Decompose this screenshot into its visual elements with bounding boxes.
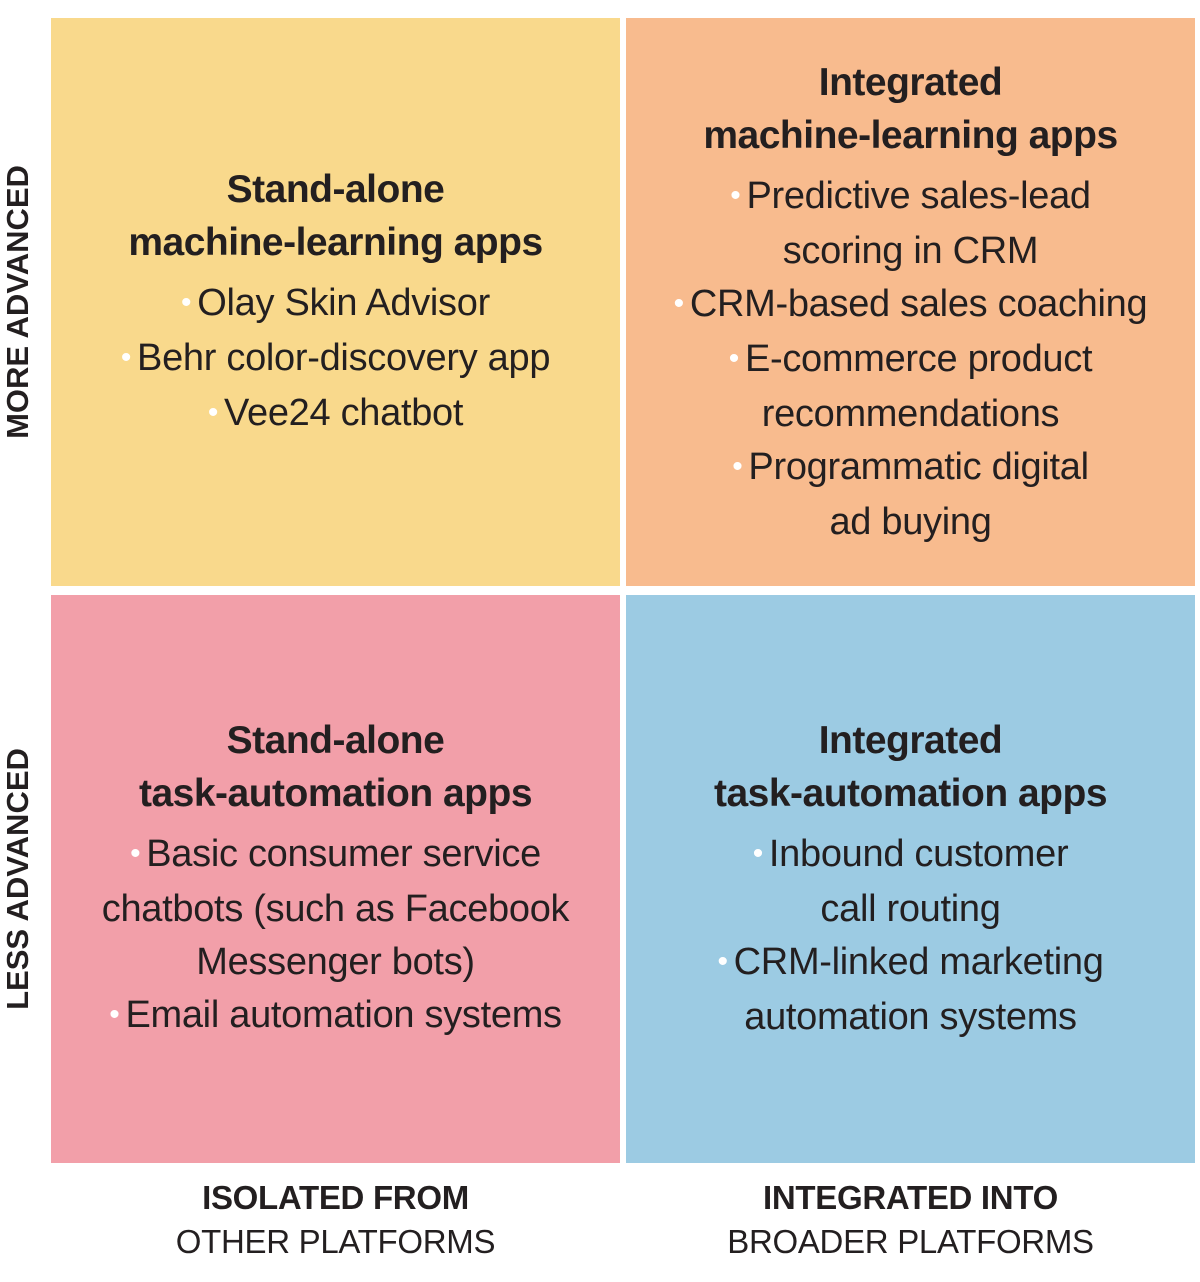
quadrant-title-line: Stand-alone xyxy=(226,167,445,211)
list-item-line: •Olay Skin Advisor xyxy=(121,277,550,332)
quadrant-integrated-task-automation-apps: Integrated task-automation apps •Inbound… xyxy=(626,595,1195,1163)
x-axis-left-regular: OTHER PLATFORMS xyxy=(175,1223,496,1260)
list-item-line: •CRM-based sales coaching xyxy=(674,278,1148,333)
list-item-line: scoring in CRM xyxy=(674,225,1148,278)
bullet-dot-icon: • xyxy=(120,340,132,374)
x-axis-left-bold: ISOLATED FROM xyxy=(202,1179,469,1216)
list-item-text: Programmatic digital xyxy=(748,445,1089,488)
list-item-line: •Basic consumer service xyxy=(102,828,569,883)
y-axis-bottom-text: LESS ADVANCED xyxy=(0,748,35,1010)
list-item-line: •Email automation systems xyxy=(102,989,569,1044)
bullet-dot-icon: • xyxy=(728,341,740,375)
list-item-line: •Inbound customer xyxy=(717,828,1103,883)
list-item-text: E-commerce product xyxy=(744,337,1093,380)
list-item-line: •Vee24 chatbot xyxy=(121,387,550,442)
list-item-line: •CRM-linked marketing xyxy=(717,936,1103,991)
list-item-line: chatbots (such as Facebook xyxy=(101,883,570,936)
bullet-dot-icon: • xyxy=(732,449,743,483)
list-item: •Inbound customer call routing xyxy=(717,828,1103,936)
bullet-dot-icon: • xyxy=(181,285,192,319)
list-item-text: Vee24 chatbot xyxy=(224,391,464,434)
quadrant-title-line: Integrated xyxy=(818,60,1003,104)
list-item-text: recommendations xyxy=(761,392,1060,435)
x-axis-label-integrated: INTEGRATED INTO BROADER PLATFORMS xyxy=(626,1176,1195,1264)
quadrant-title: Integrated task-automation apps xyxy=(713,714,1108,820)
list-item: •CRM-based sales coaching xyxy=(674,278,1148,333)
quadrant-title-line: Stand-alone xyxy=(226,719,445,762)
quadrant-standalone-ml-apps: Stand-alone machine-learning apps •Olay … xyxy=(51,18,620,586)
list-item-line: •Predictive sales-lead xyxy=(674,170,1148,225)
quadrant-title: Stand-alone machine-learning apps xyxy=(128,163,543,269)
bullet-dot-icon: • xyxy=(109,998,120,1031)
bullet-dot-icon: • xyxy=(207,395,219,429)
list-item: •Basic consumer service chatbots (such as… xyxy=(101,828,570,989)
list-item-text: Basic consumer service xyxy=(146,833,541,875)
list-item-line: automation systems xyxy=(717,991,1103,1044)
list-item-text: CRM-linked marketing xyxy=(733,941,1104,983)
quadrant-title-line: machine-learning apps xyxy=(703,113,1118,157)
quadrant-integrated-ml-apps: Integrated machine-learning apps •Predic… xyxy=(626,18,1195,586)
bullet-dot-icon: • xyxy=(717,945,728,978)
list-item-line: recommendations xyxy=(674,388,1148,441)
list-item-text: call routing xyxy=(820,888,1001,930)
x-axis-right-bold: INTEGRATED INTO xyxy=(763,1179,1058,1216)
list-item-line: •E-commerce product xyxy=(674,333,1148,388)
quadrant-title-line: task-automation apps xyxy=(138,772,533,815)
list-item: •Vee24 chatbot xyxy=(121,387,550,442)
list-item-line: •Behr color-discovery app xyxy=(120,332,551,387)
list-item-text: scoring in CRM xyxy=(782,229,1039,272)
list-item-text: Behr color-discovery app xyxy=(137,336,551,379)
list-item: •Behr color-discovery app xyxy=(120,332,551,387)
quadrant-bullet-list: •Olay Skin Advisor•Behr color-discovery … xyxy=(120,277,551,442)
list-item-text: Predictive sales-lead xyxy=(746,174,1091,217)
list-item-line: call routing xyxy=(717,883,1103,936)
quadrant-title-line: Integrated xyxy=(818,719,1003,762)
list-item-text: Olay Skin Advisor xyxy=(197,281,490,324)
bullet-dot-icon: • xyxy=(130,837,141,870)
x-axis-right-regular: BROADER PLATFORMS xyxy=(727,1223,1094,1260)
list-item-line: ad buying xyxy=(674,496,1148,549)
bullet-dot-icon: • xyxy=(673,286,685,320)
quadrant-title: Stand-alone task-automation apps xyxy=(138,714,533,820)
y-axis-label-less-advanced: LESS ADVANCED xyxy=(0,595,36,1163)
quadrant-title: Integrated machine-learning apps xyxy=(703,56,1118,162)
list-item-text: Email automation systems xyxy=(125,994,562,1036)
x-axis-label-isolated: ISOLATED FROM OTHER PLATFORMS xyxy=(51,1176,620,1264)
list-item-text: Inbound customer xyxy=(768,833,1069,875)
list-item: •Email automation systems xyxy=(102,989,569,1044)
list-item-line: •Programmatic digital xyxy=(674,441,1148,496)
list-item-text: Messenger bots) xyxy=(196,941,475,983)
quadrant-standalone-task-automation-apps: Stand-alone task-automation apps •Basic … xyxy=(51,595,620,1163)
y-axis-top-text: MORE ADVANCED xyxy=(0,165,35,439)
quadrant-title-line: machine-learning apps xyxy=(128,220,543,264)
list-item-text: chatbots (such as Facebook xyxy=(101,888,570,930)
list-item-text: CRM-based sales coaching xyxy=(689,282,1148,325)
list-item: •CRM-linked marketing automation systems xyxy=(717,936,1103,1044)
quadrant-title-line: task-automation apps xyxy=(713,772,1108,815)
y-axis-label-more-advanced: MORE ADVANCED xyxy=(0,18,36,586)
bullet-dot-icon: • xyxy=(730,178,741,212)
list-item-text: ad buying xyxy=(829,500,992,543)
list-item-text: automation systems xyxy=(744,996,1077,1038)
bullet-dot-icon: • xyxy=(752,837,764,870)
list-item: •Olay Skin Advisor xyxy=(121,277,550,332)
list-item-line: Messenger bots) xyxy=(102,936,569,989)
